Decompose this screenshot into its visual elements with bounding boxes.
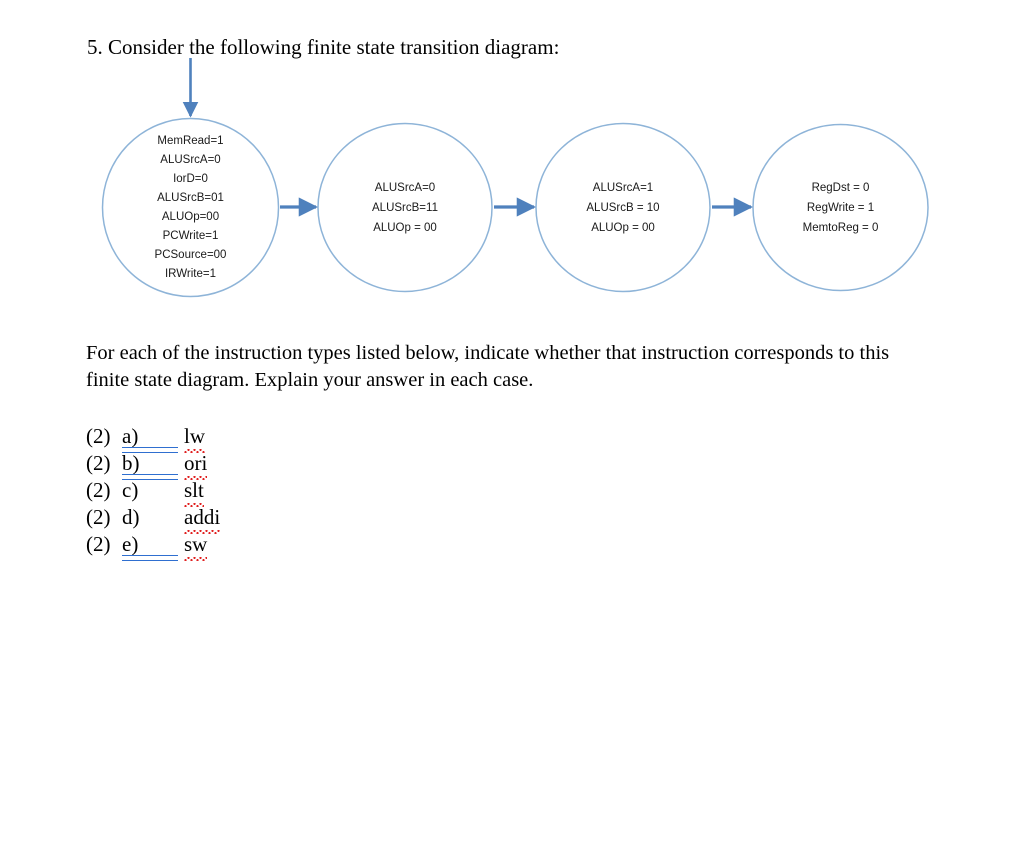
state-label-2: ALUSrcA=0 ALUSrcB=11 ALUOp = 00 [372, 181, 438, 234]
state-label-1: MemRead=1 ALUSrcA=0 IorD=0 ALUSrcB=01 AL… [154, 135, 227, 280]
state-circle-3 [535, 122, 711, 293]
marker-text: c) [122, 478, 139, 502]
state-label-4: RegDst = 0 RegWrite = 1 MemtoReg = 0 [802, 181, 879, 234]
list-item: (2) a) lw [86, 424, 220, 453]
list-item: (2) d) addi [86, 505, 221, 534]
state-node-4: RegDst = 0 RegWrite = 1 MemtoReg = 0 [753, 124, 928, 291]
points-label: (2) [86, 424, 111, 448]
item-marker-e: e) [122, 532, 184, 561]
mnemonic-text: sw [184, 532, 208, 556]
instructions-paragraph: For each of the instruction types listed… [86, 342, 890, 391]
points-label: (2) [86, 451, 111, 475]
fsm-diagram: MemRead=1 ALUSrcA=0 IorD=0 ALUSrcB=01 AL… [0, 0, 1024, 320]
mnemonic-ori: ori [184, 451, 208, 480]
page-title: 5. Consider the following finite state t… [87, 35, 560, 59]
fsm-diagram-canvas [101, 58, 929, 298]
state-label-3: ALUSrcA=1 ALUSrcB = 10 ALUOp = 00 [586, 181, 660, 234]
mnemonic-addi: addi [184, 505, 221, 534]
mnemonic-lw: lw [184, 424, 205, 453]
list-item: (2) b) ori [86, 451, 220, 480]
points-label: (2) [86, 505, 111, 529]
list-item: (2) e) sw [86, 532, 220, 561]
state-node-3: ALUSrcA=1 ALUSrcB = 10 ALUOp = 00 [536, 124, 710, 291]
mnemonic-text: lw [184, 424, 205, 448]
points-label: (2) [86, 478, 111, 502]
list-item: (2) c) slt [86, 478, 220, 507]
item-marker-b: b) [122, 451, 184, 480]
mnemonic-slt: slt [184, 478, 204, 507]
mnemonic-sw: sw [184, 532, 208, 561]
item-marker-d: d) [122, 505, 184, 530]
marker-text: d) [122, 505, 140, 529]
state-node-1: MemRead=1 ALUSrcA=0 IorD=0 ALUSrcB=01 AL… [103, 119, 278, 297]
marker-text: b) [122, 451, 140, 475]
mnemonic-text: ori [184, 451, 208, 475]
points-label: (2) [86, 532, 111, 556]
mnemonic-text: addi [184, 505, 221, 529]
mnemonic-text: slt [184, 478, 204, 502]
marker-text: a) [122, 424, 139, 448]
state-circle-2 [317, 122, 493, 293]
state-circle-4 [752, 123, 929, 292]
state-node-2: ALUSrcA=0 ALUSrcB=11 ALUOp = 00 [318, 124, 492, 291]
item-marker-c: c) [122, 478, 184, 503]
marker-text: e) [122, 532, 139, 556]
item-marker-a: a) [122, 424, 184, 453]
answer-list: (2) a) lw (2) b) ori (2) c) slt (2) d) a… [86, 424, 221, 561]
state-circle-1 [101, 117, 280, 298]
